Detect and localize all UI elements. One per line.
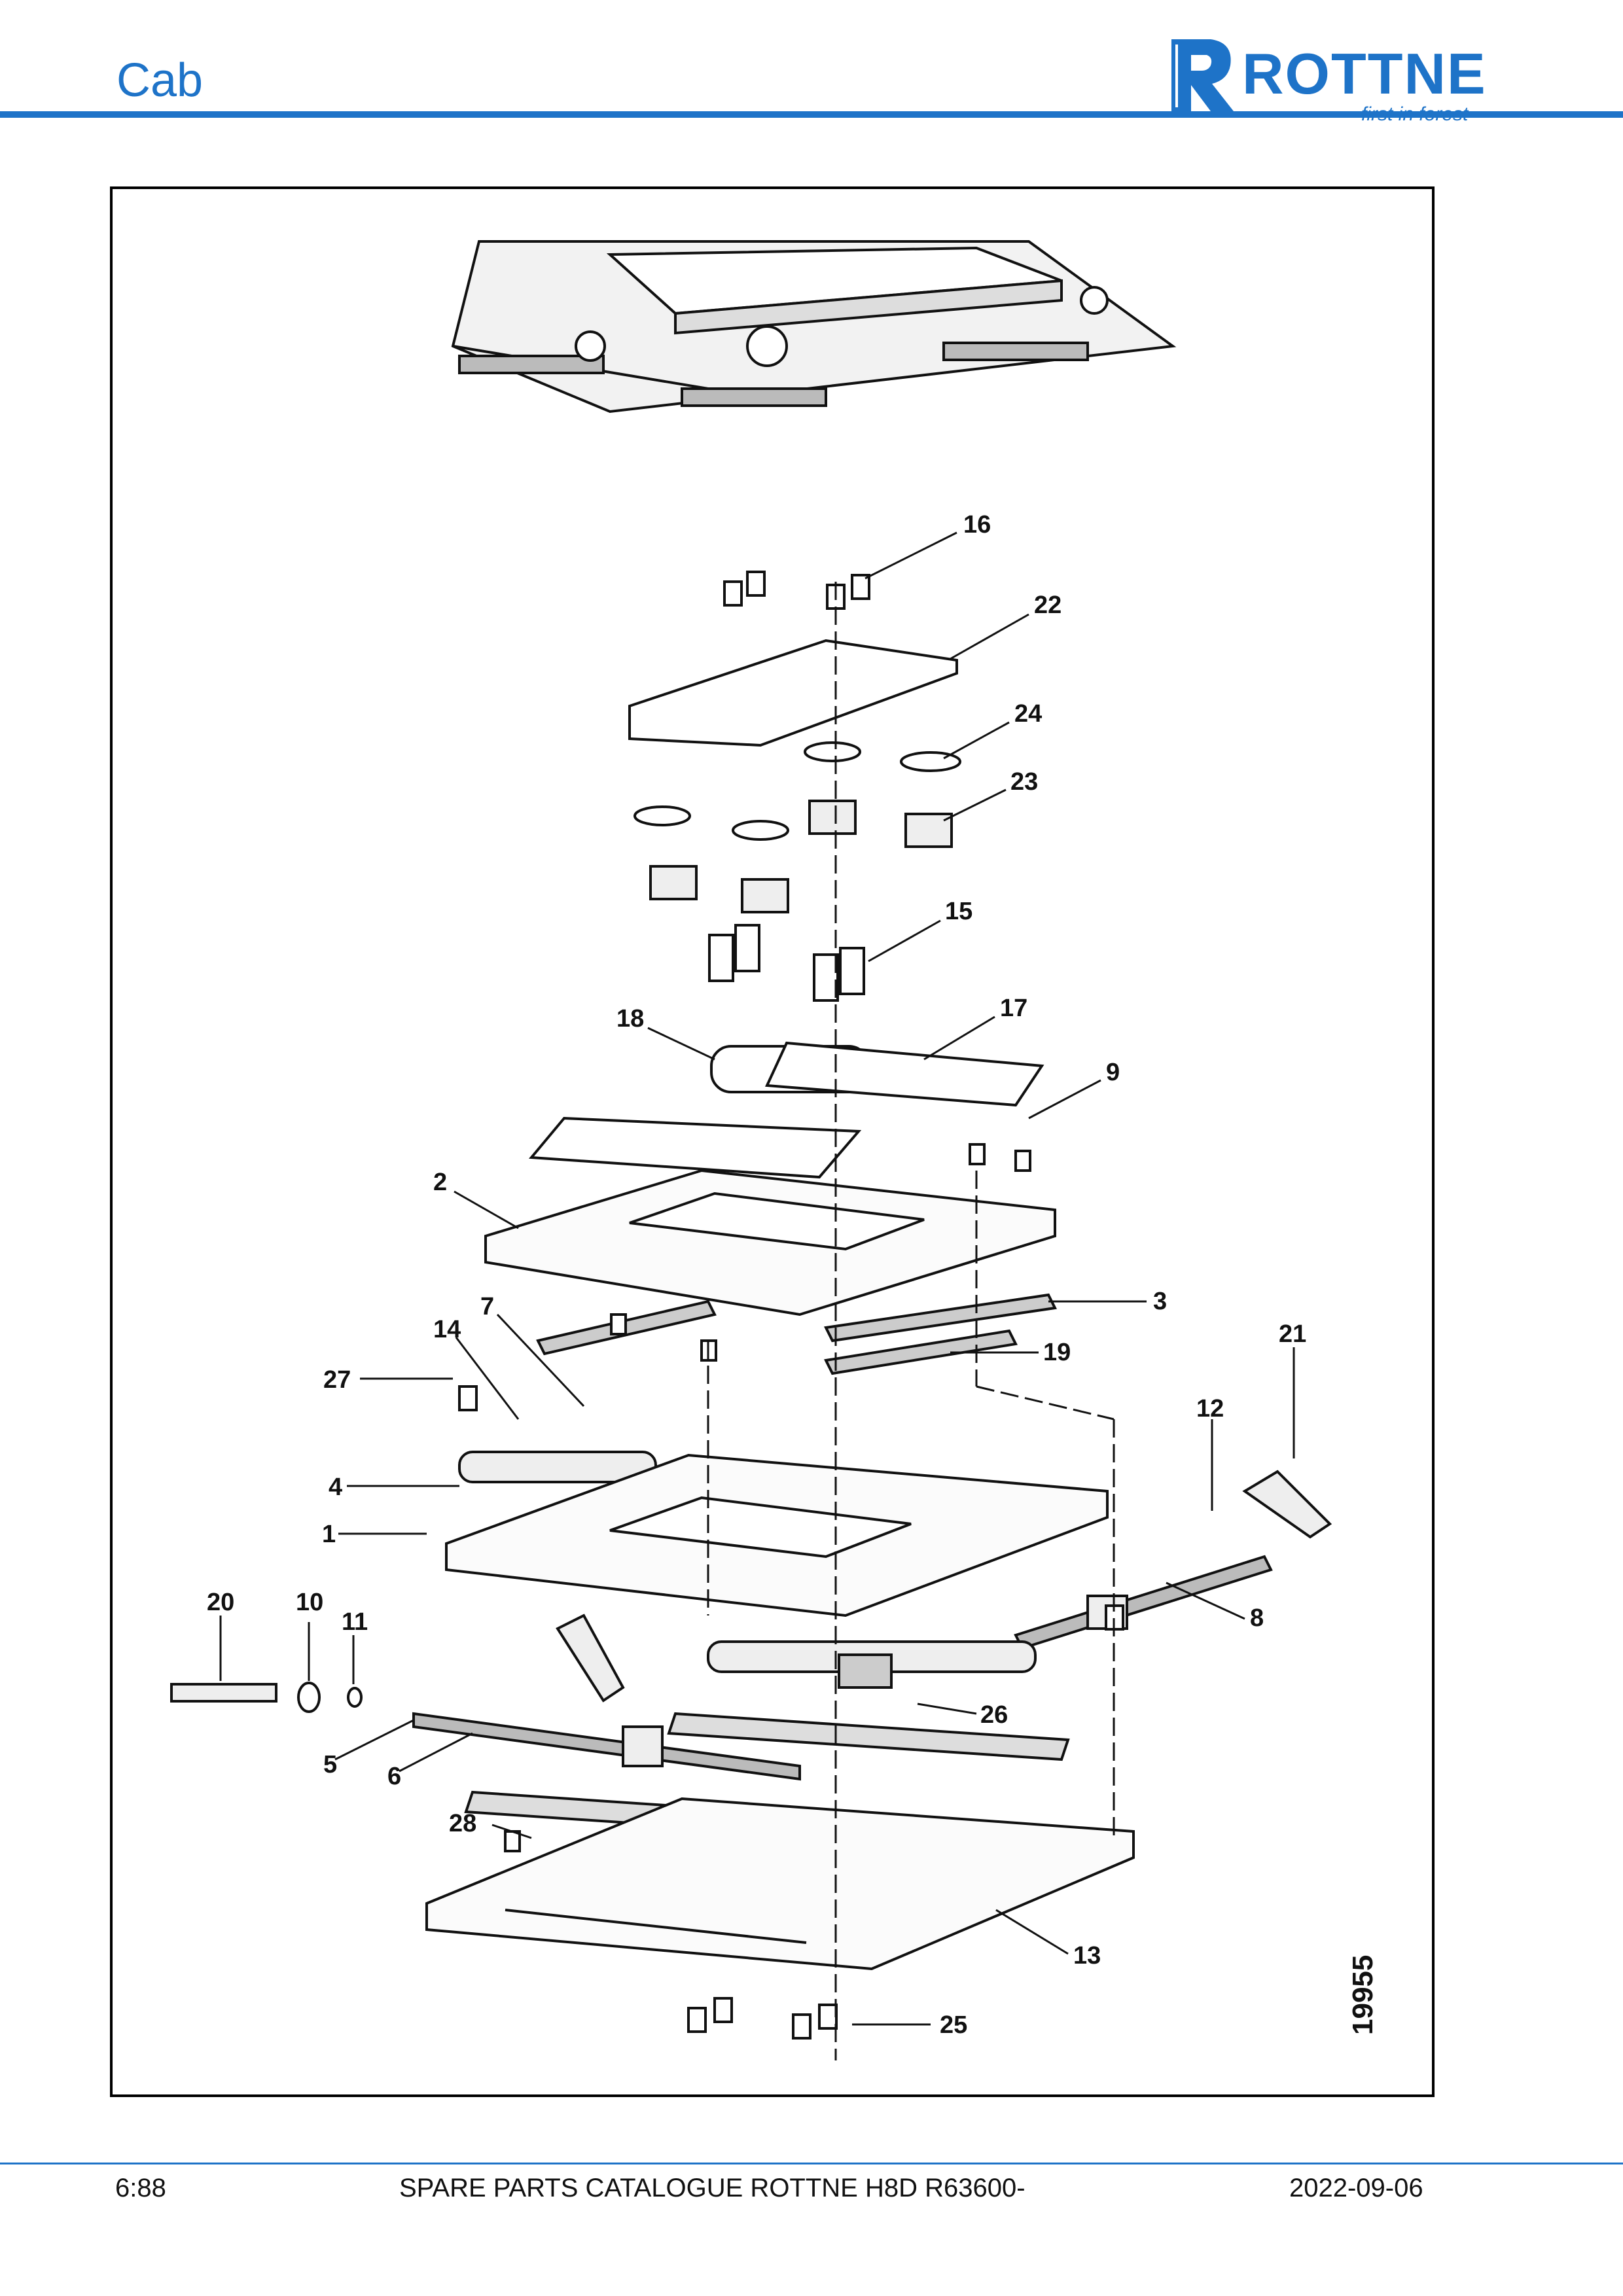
drawing-number: 19955: [1347, 1954, 1379, 2035]
callout-9: 9: [1106, 1059, 1120, 1086]
nut-block: [622, 1725, 664, 1767]
callout-28: 28: [449, 1810, 476, 1837]
clip-11: [347, 1687, 363, 1708]
callout-19: 19: [1043, 1339, 1071, 1366]
page-number: 6:88: [115, 2174, 166, 2202]
callout-8: 8: [1250, 1604, 1264, 1632]
callout-1: 1: [322, 1521, 336, 1548]
spacers-15: [708, 924, 865, 1002]
middle-plate-2: [484, 1169, 1056, 1316]
logo-emblem-icon: [1171, 39, 1234, 111]
rottne-logo: ROTTNE first in forest: [1165, 26, 1518, 125]
figure-frame: [110, 186, 1435, 2097]
ring-24d: [732, 820, 789, 841]
screw-rod-8: [1014, 1555, 1273, 1650]
leader-lines: [219, 531, 1295, 2026]
callout-10: 10: [296, 1589, 323, 1616]
callout-25: 25: [940, 2011, 967, 2039]
base-plate-13: [425, 1797, 1135, 1971]
handle-left: [556, 1614, 625, 1703]
screw-rod-6: [412, 1712, 801, 1781]
ring-24: [804, 741, 861, 762]
callout-27: 27: [323, 1366, 351, 1394]
callout-24: 24: [1014, 700, 1042, 728]
pin-20: [170, 1683, 277, 1703]
header-rule: [0, 111, 1623, 118]
callout-11: 11: [342, 1608, 368, 1636]
catalogue-title: SPARE PARTS CATALOGUE ROTTNE H8D R63600-: [399, 2174, 1026, 2202]
assembled-seat-slide: [451, 240, 1177, 414]
bushing-23b: [904, 813, 953, 848]
callout-20: 20: [207, 1589, 234, 1616]
clamp-26: [838, 1653, 893, 1689]
callout-6: 6: [387, 1763, 401, 1790]
callout-5: 5: [323, 1751, 337, 1778]
callout-17: 17: [1000, 995, 1027, 1022]
callout-3: 3: [1153, 1288, 1167, 1315]
centerlines: [707, 582, 1115, 2060]
brand-name: ROTTNE: [1242, 41, 1487, 106]
catalogue-date: 2022-09-06: [1289, 2174, 1423, 2202]
callout-23: 23: [1010, 768, 1038, 796]
bushing-23d: [741, 878, 789, 913]
callout-21: 21: [1279, 1320, 1306, 1348]
callout-18: 18: [616, 1005, 644, 1033]
callout-14: 14: [433, 1316, 461, 1343]
screws-16: [723, 571, 870, 610]
callout-13: 13: [1073, 1942, 1101, 1969]
callout-7: 7: [480, 1293, 494, 1320]
bushing-23c: [649, 865, 698, 900]
washer-10: [297, 1682, 321, 1713]
footer-rule: [0, 2163, 1623, 2164]
top-plate-22: [628, 639, 958, 747]
callout-2: 2: [433, 1169, 447, 1196]
sheet-17: [764, 1041, 1044, 1107]
sheet-lower: [528, 1116, 862, 1179]
page-title: Cab: [116, 54, 204, 107]
ring-24c: [633, 805, 691, 826]
exploded-parts-diagram: 16 22 24 23 15 17 18 9 2 3 7 14 19 21 27…: [170, 240, 1332, 2060]
callout-26: 26: [980, 1701, 1008, 1729]
rail-3: [823, 1293, 1058, 1343]
callout-15: 15: [945, 898, 972, 925]
rail-19: [823, 1329, 1018, 1375]
bushing-23a: [808, 800, 857, 835]
callout-22: 22: [1034, 592, 1061, 619]
rail-lower-a: [667, 1712, 1070, 1761]
handle-21: [1242, 1470, 1332, 1539]
callout-labels: 16 22 24 23 15 17 18 9 2 3 7 14 19 21 27…: [207, 511, 1306, 2039]
callout-12: 12: [1196, 1395, 1224, 1422]
callout-4: 4: [329, 1474, 342, 1501]
callout-16: 16: [963, 511, 991, 539]
